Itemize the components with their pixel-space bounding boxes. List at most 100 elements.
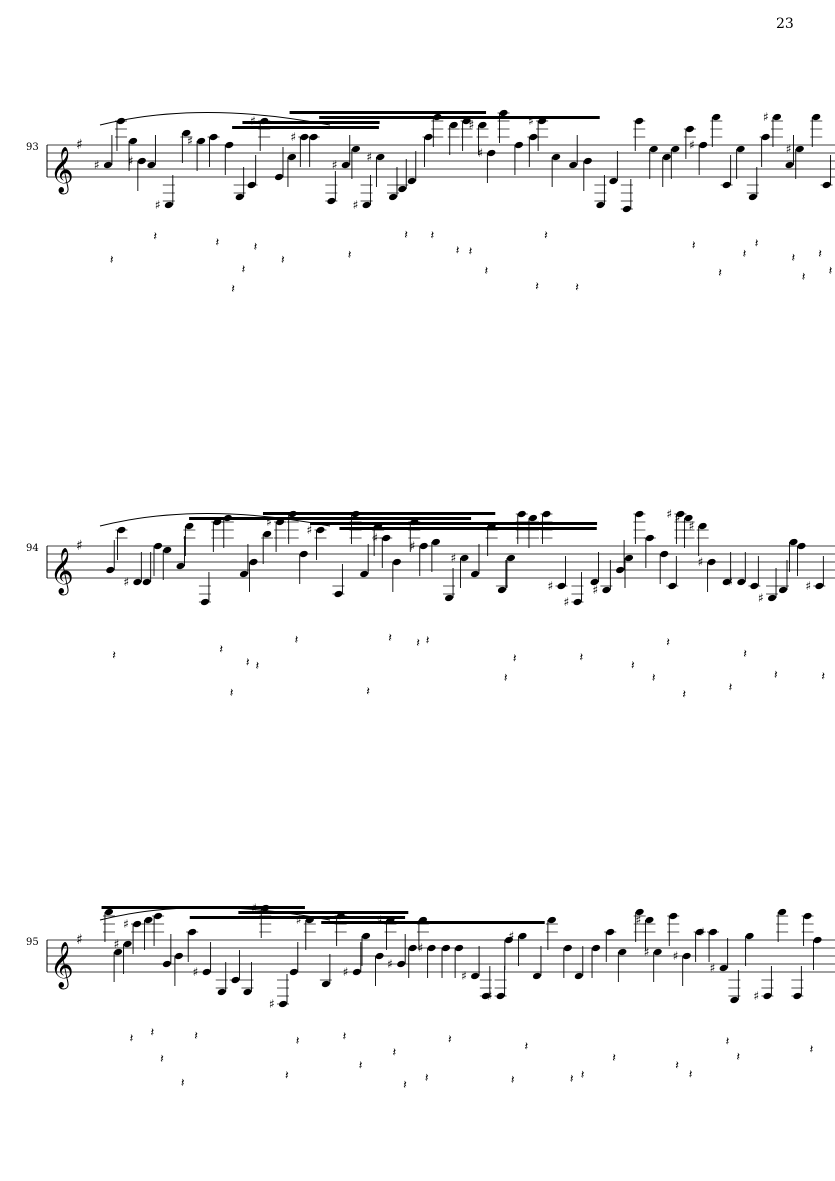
note-head (243, 988, 252, 996)
note-head (360, 570, 369, 578)
note-head (767, 594, 777, 602)
sharp-icon: ♯ (128, 154, 134, 168)
note-head (676, 510, 685, 518)
beam (289, 111, 487, 114)
rest-icon: 𝄽 (575, 280, 579, 294)
rest-icon: 𝄽 (404, 227, 408, 241)
note-head (289, 968, 298, 976)
note-head (278, 1000, 288, 1008)
treble-clef-icon: 𝄞 (50, 942, 74, 990)
note-head (213, 518, 222, 526)
rest-icon: 𝄽 (430, 228, 434, 242)
note-head (398, 185, 407, 193)
note-head (419, 542, 428, 550)
note-head (202, 968, 211, 976)
beam (321, 921, 545, 924)
note-head (789, 538, 798, 546)
treble-clef-icon: 𝄞 (50, 147, 74, 195)
rest-icon: 𝄽 (285, 1068, 289, 1082)
sharp-icon: ♯ (332, 158, 338, 172)
sharp-icon: ♯ (155, 198, 161, 212)
note-head (382, 534, 391, 542)
rest-icon: 𝄽 (504, 671, 508, 685)
note-head (225, 141, 234, 149)
note-head (341, 161, 350, 169)
note-head (737, 578, 746, 586)
note-head (635, 117, 644, 125)
note-head (235, 193, 244, 201)
rest-icon: 𝄽 (219, 642, 223, 656)
note-head (327, 197, 336, 205)
note-head (542, 510, 551, 518)
note-head (624, 554, 634, 562)
note-head (478, 121, 487, 129)
note-head (334, 590, 343, 598)
note-head (154, 912, 163, 920)
rest-icon: 𝄽 (343, 1029, 347, 1043)
treble-clef-icon: 𝄞 (50, 548, 74, 596)
note-head (569, 161, 578, 169)
note-head (813, 936, 822, 944)
note-head (470, 570, 480, 578)
rest-icon: 𝄽 (581, 1068, 585, 1082)
note-head (616, 566, 625, 574)
note-head (431, 538, 440, 546)
note-head (803, 912, 812, 920)
note-head (162, 960, 171, 968)
rest-icon: 𝄽 (150, 1025, 154, 1039)
note-head (763, 992, 772, 1000)
slur (99, 112, 331, 126)
sharp-icon: ♯ (418, 941, 424, 955)
note-head (133, 578, 142, 586)
sharp-icon: ♯ (123, 917, 129, 931)
sharp-icon: ♯ (487, 989, 493, 1003)
rest-icon: 𝄽 (112, 648, 116, 662)
note-head (682, 952, 691, 960)
sharp-icon: ♯ (786, 142, 792, 156)
note-head (137, 157, 146, 165)
note-head (708, 928, 718, 936)
note-head (274, 173, 284, 181)
rest-icon: 𝄽 (810, 1042, 814, 1056)
rest-icon: 𝄽 (246, 655, 250, 669)
note-head (668, 582, 677, 590)
note-head (471, 972, 480, 980)
sharp-icon: ♯ (710, 961, 716, 975)
rest-icon: 𝄽 (281, 252, 285, 266)
note-head (185, 522, 194, 530)
beam (242, 121, 380, 124)
sharp-icon: ♯ (187, 134, 193, 148)
sharp-icon: ♯ (699, 925, 705, 939)
note-head (707, 558, 716, 566)
rest-icon: 𝄽 (242, 262, 246, 276)
note-head (684, 514, 693, 522)
beam (238, 911, 409, 914)
rest-icon: 𝄽 (359, 1058, 363, 1072)
note-head (123, 940, 132, 948)
note-head (249, 558, 258, 566)
note-head (287, 153, 297, 161)
note-head (117, 526, 126, 534)
sharp-icon: ♯ (673, 949, 679, 963)
note-head (671, 145, 680, 153)
measure-number-93: 93 (26, 142, 39, 153)
note-head (529, 133, 538, 141)
rest-icon: 𝄽 (718, 265, 722, 279)
sharp-icon: ♯ (269, 997, 275, 1011)
key-signature-sharp-icon: ♯ (76, 137, 83, 153)
slur (99, 907, 331, 921)
sharp-icon: ♯ (366, 150, 372, 164)
rest-icon: 𝄽 (255, 658, 259, 672)
sharp-icon: ♯ (410, 539, 416, 553)
beam (189, 517, 472, 520)
note-head (444, 594, 454, 602)
note-head (361, 932, 371, 940)
rest-icon: 𝄽 (153, 229, 157, 243)
rest-icon: 𝄽 (829, 264, 833, 278)
sharp-icon: ♯ (114, 937, 120, 951)
sharp-icon: ♯ (635, 913, 641, 927)
note-head (797, 542, 806, 550)
rest-icon: 𝄽 (570, 1071, 574, 1085)
note-head (116, 117, 126, 125)
note-head (822, 181, 831, 189)
